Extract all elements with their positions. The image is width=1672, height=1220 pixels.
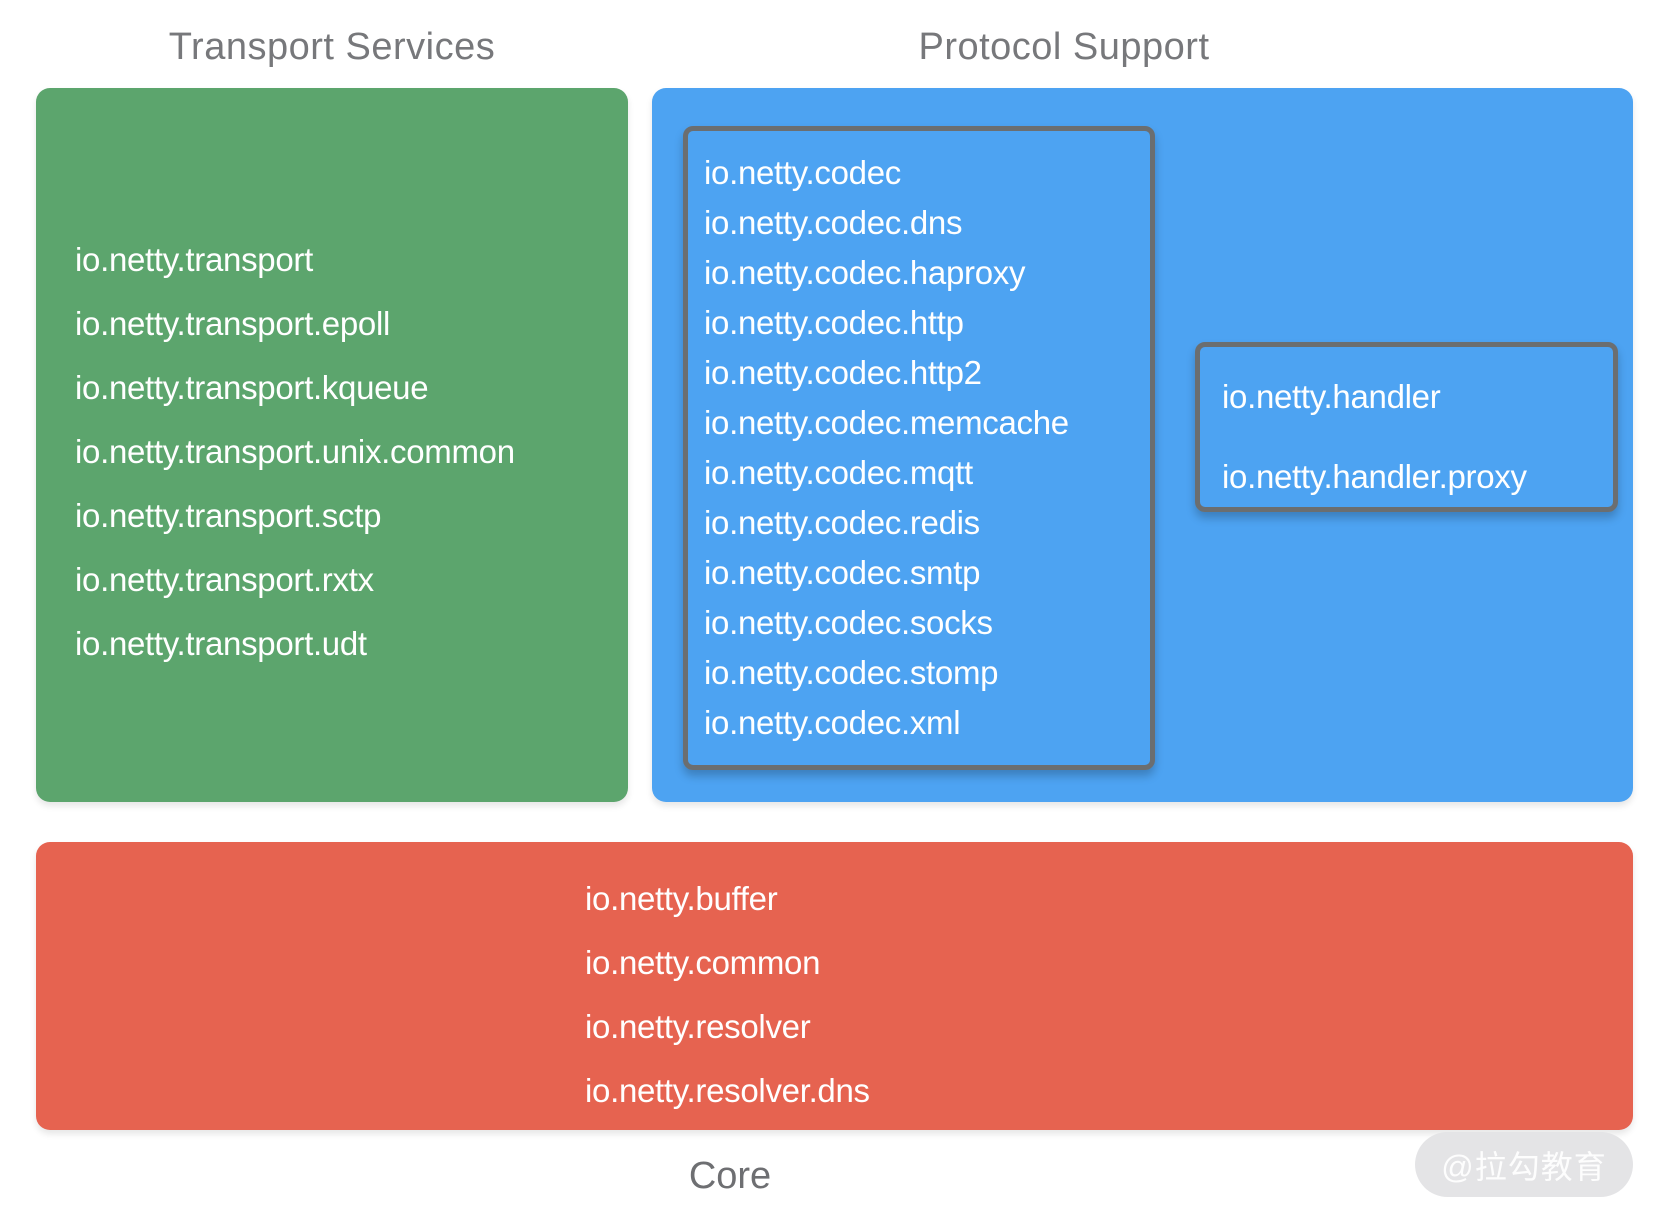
package-label: io.netty.codec.smtp [704,554,981,591]
package-label: io.netty.codec.socks [704,604,993,641]
package-label: io.netty.transport.rxtx [75,561,374,598]
package-label: io.netty.resolver [585,1008,811,1045]
package-label: io.netty.codec.dns [704,204,963,241]
codec-group-box: io.netty.codec io.netty.codec.dns io.netty… [683,126,1155,770]
core-title: Core [688,1155,772,1197]
package-label: io.netty.codec.redis [704,504,980,541]
codec-package-list: io.netty.codec io.netty.codec.dns io.netty… [688,131,1150,748]
transport-package-list: io.netty.transport io.netty.transport.epo… [36,88,628,676]
package-label: io.netty.codec.http [704,304,964,341]
protocol-support-title: Protocol Support [918,26,1210,68]
package-label: io.netty.transport [75,241,313,278]
core-package-list: io.netty.buffer io.netty.common io.netty.r… [36,842,1633,1123]
handler-package-list: io.netty.handler io.netty.handler.proxy [1200,347,1613,517]
package-label: io.netty.buffer [585,880,778,917]
handler-group-box: io.netty.handler io.netty.handler.proxy [1195,342,1618,512]
watermark-text: @拉勾教育 [1441,1148,1607,1185]
package-label: io.netty.transport.unix.common [75,433,515,470]
transport-services-title: Transport Services [168,26,496,68]
core-box: io.netty.buffer io.netty.common io.netty.r… [36,842,1633,1130]
package-label: io.netty.codec.mqtt [704,454,973,491]
package-label: io.netty.codec.stomp [704,654,999,691]
package-label: io.netty.transport.sctp [75,497,382,534]
package-label: io.netty.common [585,944,821,981]
package-label: io.netty.transport.udt [75,625,367,662]
package-label: io.netty.resolver.dns [585,1072,870,1109]
package-label: io.netty.codec [704,154,901,191]
protocol-support-box: io.netty.codec io.netty.codec.dns io.netty… [652,88,1633,802]
package-label: io.netty.transport.epoll [75,305,391,342]
package-label: io.netty.codec.http2 [704,354,982,391]
transport-services-box: io.netty.transport io.netty.transport.epo… [36,88,628,802]
package-label: io.netty.handler [1222,378,1441,415]
package-label: io.netty.codec.xml [704,704,961,741]
watermark-badge: @拉勾教育 [1415,1132,1633,1197]
package-label: io.netty.transport.kqueue [75,369,429,406]
package-label: io.netty.handler.proxy [1222,458,1527,495]
package-label: io.netty.codec.haproxy [704,254,1026,291]
package-label: io.netty.codec.memcache [704,404,1069,441]
